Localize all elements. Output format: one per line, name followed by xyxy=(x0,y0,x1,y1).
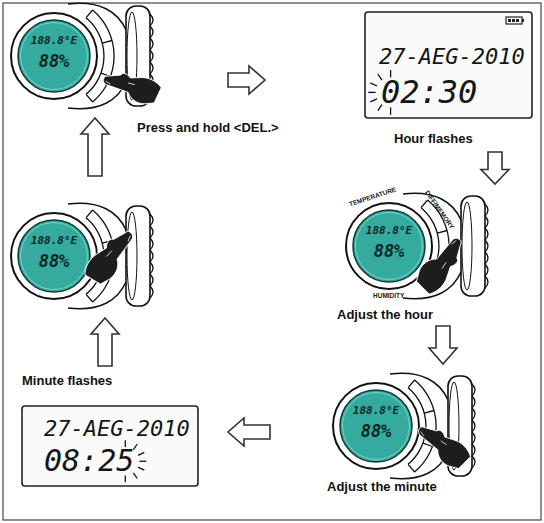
lcd-panel: 27-AEG-2010 02:30Hour flashes xyxy=(267,8,534,150)
flow-arrow xyxy=(228,418,270,446)
pointing-hand xyxy=(411,234,474,297)
flow-arrow xyxy=(91,318,119,366)
pointing-hand xyxy=(82,222,137,288)
screen-reading: 88% xyxy=(361,422,392,442)
screen-reading: 188.8°E xyxy=(31,35,77,48)
battery-icon xyxy=(506,17,524,24)
pointing-hand xyxy=(100,61,162,109)
flash-ray xyxy=(368,92,375,93)
flow-arrow xyxy=(429,326,457,364)
screen-reading: 188.8°E xyxy=(31,235,77,248)
flash-ray xyxy=(370,99,377,102)
pointing-hand xyxy=(414,415,473,474)
flash-ray xyxy=(370,83,377,86)
step-caption: Minute flashes xyxy=(22,374,112,389)
device-panel: 188.8°E 88% Adjust the minute xyxy=(272,366,535,498)
device-illustration xyxy=(11,203,153,309)
screen-reading: 88% xyxy=(39,252,70,272)
device-panel: 188.8°E 88% xyxy=(10,178,226,316)
flash-ray xyxy=(139,461,146,462)
flash-ray xyxy=(138,467,144,470)
lcd-date: 27-AEG-2010 xyxy=(44,416,190,441)
screen-reading: 188.8°E xyxy=(353,405,399,418)
flow-arrow xyxy=(81,118,109,176)
screen-reading: 88% xyxy=(374,242,405,262)
flash-ray xyxy=(138,452,144,455)
device-panel: 188.8°E 88% xyxy=(10,6,226,116)
device-illustration xyxy=(333,373,475,479)
device-illustration xyxy=(346,193,488,299)
step-caption: Adjust the minute xyxy=(327,480,437,495)
screen-reading: 188.8°E xyxy=(366,225,412,238)
flow-arrow xyxy=(228,66,265,94)
button-label: DIFF/MEMORY xyxy=(424,189,456,230)
button-label: HUMIDITY xyxy=(373,292,404,299)
lcd-time: 08:25 xyxy=(44,444,134,479)
frame xyxy=(3,3,541,520)
instruction-caption: Press and hold <DEL.> xyxy=(137,121,279,136)
lcd-time: 02:30 xyxy=(381,74,477,111)
flow-arrow xyxy=(481,152,509,184)
step-caption: Hour flashes xyxy=(394,132,473,147)
step-caption: Adjust the hour xyxy=(337,308,433,323)
lcd-date: 27-AEG-2010 xyxy=(379,44,525,69)
lcd-outline xyxy=(22,406,198,486)
lcd-outline xyxy=(365,12,532,118)
lcd-panel: Minute flashes 27-AEG-2010 08:25 xyxy=(18,368,226,490)
screen-reading: 88% xyxy=(39,52,70,72)
button-label: TEMPERATURE xyxy=(348,186,397,208)
